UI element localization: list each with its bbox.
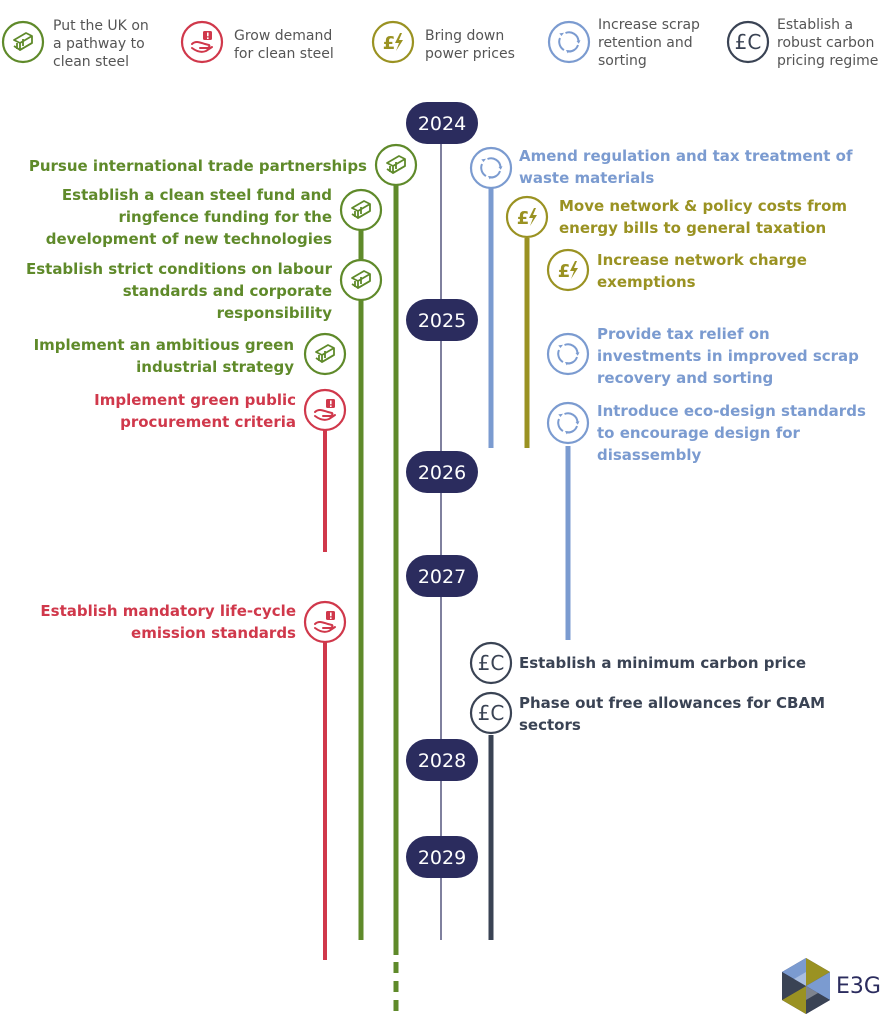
steel-beam-icon xyxy=(303,332,347,376)
year-label: 2028 xyxy=(418,750,466,772)
theme-track-lines xyxy=(323,180,571,1018)
year-label: 2025 xyxy=(418,310,466,332)
recycle-icon xyxy=(469,146,513,190)
year-marker-2026: 2026 xyxy=(406,451,478,493)
year-pill xyxy=(406,451,478,493)
legend-carbon-label: Establish a robust carbon pricing regime xyxy=(777,17,879,69)
legend-steel-label: Put the UK on a pathway to clean steel xyxy=(53,18,149,70)
legend-demand-hand-icon xyxy=(180,20,224,64)
year-label: 2024 xyxy=(418,113,466,135)
legend-demand-label: Grow demand for clean steel xyxy=(234,28,334,62)
icon-circles xyxy=(1,20,770,735)
year-pill xyxy=(406,555,478,597)
carbon-price-icon xyxy=(469,691,513,735)
action-scrap-tax-relief: Provide tax relief on investments in imp… xyxy=(597,325,859,387)
action-labour-standards: Establish strict conditions on labour st… xyxy=(25,260,332,322)
steel-beam-icon xyxy=(374,143,418,187)
legend-scrap-label: Increase scrap retention and sorting xyxy=(598,17,700,69)
year-marker-2028: 2028 xyxy=(406,739,478,781)
action-green-procurement: Implement green public procurement crite… xyxy=(94,391,296,431)
year-label: 2027 xyxy=(418,566,466,588)
action-eco-design-standards: Introduce eco-design standards to encour… xyxy=(597,402,866,464)
year-pill xyxy=(406,299,478,341)
action-phase-out-allowances: Phase out free allowances for CBAM secto… xyxy=(519,694,825,734)
action-network-policy-costs: Move network & policy costs from energy … xyxy=(559,197,848,237)
year-marker-2025: 2025 xyxy=(406,299,478,341)
legend-recycle-icon xyxy=(547,20,591,64)
brand-name: E3G xyxy=(836,974,881,999)
legend-carbon-price-icon xyxy=(726,20,770,64)
action-life-cycle-standards: Establish mandatory life-cycle emission … xyxy=(40,602,296,642)
recycle-icon xyxy=(546,332,590,376)
pound-power-icon xyxy=(546,248,590,292)
e3g-logo-icon xyxy=(782,958,830,1014)
legend-power-label: Bring down power prices xyxy=(425,28,515,62)
action-trade-partnerships: Pursue international trade partnerships xyxy=(28,157,367,175)
steel-beam-icon xyxy=(339,258,383,302)
carbon-price-icon xyxy=(469,641,513,685)
legend-pound-power-icon xyxy=(371,20,415,64)
year-pill xyxy=(406,836,478,878)
recycle-icon xyxy=(546,401,590,445)
year-marker-2024: 2024 xyxy=(406,102,478,144)
demand-hand-icon xyxy=(303,388,347,432)
action-waste-regulation: Amend regulation and tax treatment of wa… xyxy=(519,147,853,187)
action-clean-steel-fund: Establish a clean steel fund and ringfen… xyxy=(45,186,332,248)
action-green-industrial-strategy: Implement an ambitious green industrial … xyxy=(33,336,294,376)
year-pill xyxy=(406,739,478,781)
year-marker-2027: 2027 xyxy=(406,555,478,597)
demand-hand-icon xyxy=(303,600,347,644)
year-pill xyxy=(406,102,478,144)
action-network-charge-exemptions: Increase network charge exemptions xyxy=(597,251,807,291)
pound-power-icon xyxy=(505,195,549,239)
legend-steel-beam-icon xyxy=(1,20,45,64)
steel-beam-icon xyxy=(339,188,383,232)
year-label: 2029 xyxy=(418,847,466,869)
year-label: 2026 xyxy=(418,462,466,484)
year-markers: 2024 2025 2026 2027 2028 2029 xyxy=(406,102,478,878)
year-marker-2029: 2029 xyxy=(406,836,478,878)
action-minimum-carbon-price: Establish a minimum carbon price xyxy=(519,654,807,672)
